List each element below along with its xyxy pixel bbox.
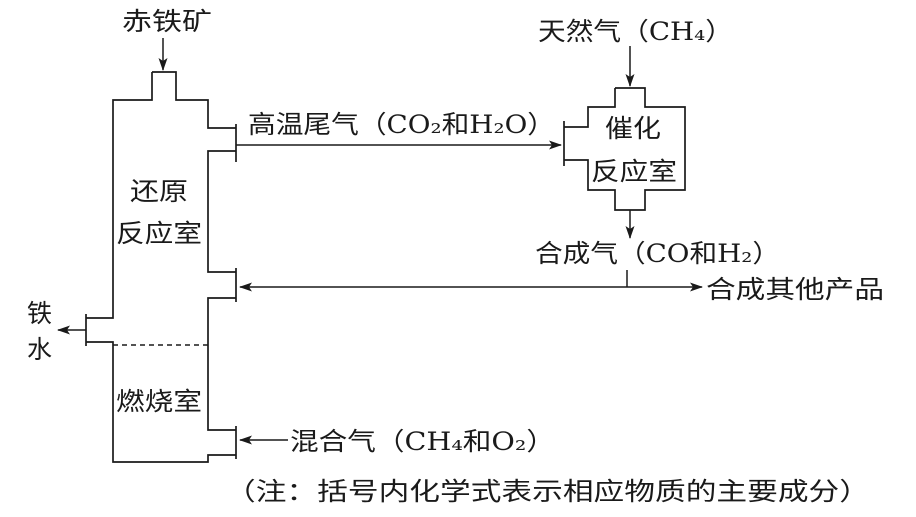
catalytic-room-label-line1: 催化	[605, 114, 661, 143]
mixed-gas-label: 混合气（CH₄和O₂）	[290, 427, 555, 456]
molten-iron-label-line1: 铁	[27, 299, 52, 328]
combustion-room-label: 燃烧室	[116, 387, 202, 416]
reduction-room-label-line2: 反应室	[116, 219, 202, 248]
catalytic-room-label-line2: 反应室	[591, 157, 677, 186]
catalytic-reactor-outline	[564, 87, 686, 211]
ore-label: 赤铁矿	[122, 7, 212, 36]
tail-gas-label: 高温尾气（CO₂和H₂O）	[248, 110, 555, 139]
furnace-outline	[86, 71, 236, 463]
reduction-room-label-line1: 还原	[130, 177, 188, 206]
catalytic-reactor	[563, 87, 686, 211]
syngas-label: 合成气（CO和H₂）	[535, 239, 780, 268]
natural-gas-label: 天然气（CH₄）	[538, 17, 733, 46]
molten-iron-label-line2: 水	[27, 335, 52, 364]
footnote: （注：括号内化学式表示相应物质的主要成分）	[225, 477, 870, 506]
other-products-label: 合成其他产品	[706, 275, 884, 304]
